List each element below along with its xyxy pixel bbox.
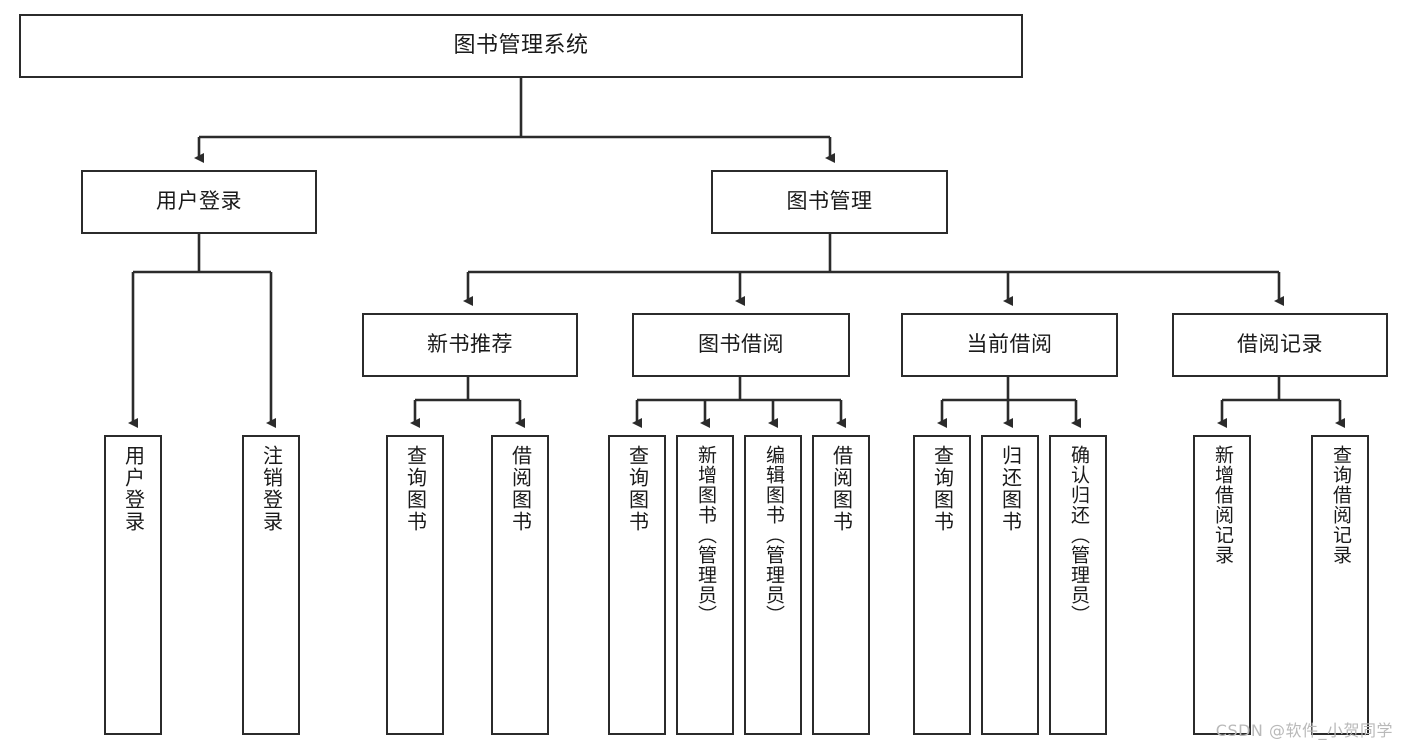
node-current-borrow[interactable]: 当前借阅: [901, 313, 1118, 377]
node-leaf-borrow-book-2[interactable]: 借阅图书: [812, 435, 870, 735]
node-label: 确认归还（管理员）: [1067, 445, 1090, 625]
node-leaf-borrow-book-1[interactable]: 借阅图书: [491, 435, 549, 735]
node-leaf-user-login[interactable]: 用户登录: [104, 435, 162, 735]
node-label: 新增借阅记录: [1211, 445, 1234, 565]
node-borrow-record[interactable]: 借阅记录: [1172, 313, 1388, 377]
node-label: 注销登录: [259, 445, 284, 533]
node-label: 图书管理系统: [453, 32, 589, 58]
node-leaf-query-book-1[interactable]: 查询图书: [386, 435, 444, 735]
node-label: 借阅记录: [1237, 332, 1323, 357]
node-label: 归还图书: [998, 445, 1023, 533]
node-book-management[interactable]: 图书管理: [711, 170, 948, 234]
node-new-book-recommend[interactable]: 新书推荐: [362, 313, 578, 377]
node-label: 图书借阅: [698, 332, 784, 357]
node-label: 当前借阅: [966, 332, 1053, 357]
node-label: 新增图书（管理员）: [694, 445, 717, 625]
node-leaf-query-record[interactable]: 查询借阅记录: [1311, 435, 1369, 735]
node-label: 借阅图书: [508, 445, 533, 533]
node-label: 查询图书: [625, 445, 650, 533]
node-user-login[interactable]: 用户登录: [81, 170, 317, 234]
node-label: 查询借阅记录: [1329, 445, 1352, 565]
node-label: 图书管理: [786, 189, 873, 214]
node-leaf-add-book[interactable]: 新增图书（管理员）: [676, 435, 734, 735]
node-label: 编辑图书（管理员）: [762, 445, 785, 625]
node-leaf-add-record[interactable]: 新增借阅记录: [1193, 435, 1251, 735]
node-label: 查询图书: [403, 445, 428, 533]
node-leaf-query-book-3[interactable]: 查询图书: [913, 435, 971, 735]
node-label: 查询图书: [930, 445, 955, 533]
node-label: 新书推荐: [427, 332, 513, 357]
node-leaf-confirm-return[interactable]: 确认归还（管理员）: [1049, 435, 1107, 735]
node-book-borrow[interactable]: 图书借阅: [632, 313, 850, 377]
csdn-watermark: CSDN @软件_小贺同学: [1215, 721, 1393, 740]
node-leaf-logout-login[interactable]: 注销登录: [242, 435, 300, 735]
node-leaf-query-book-2[interactable]: 查询图书: [608, 435, 666, 735]
node-label: 用户登录: [121, 445, 146, 533]
node-book-management-system[interactable]: 图书管理系统: [19, 14, 1023, 78]
node-label: 用户登录: [156, 189, 242, 214]
node-label: 借阅图书: [829, 445, 854, 533]
node-leaf-return-book[interactable]: 归还图书: [981, 435, 1039, 735]
node-leaf-edit-book[interactable]: 编辑图书（管理员）: [744, 435, 802, 735]
